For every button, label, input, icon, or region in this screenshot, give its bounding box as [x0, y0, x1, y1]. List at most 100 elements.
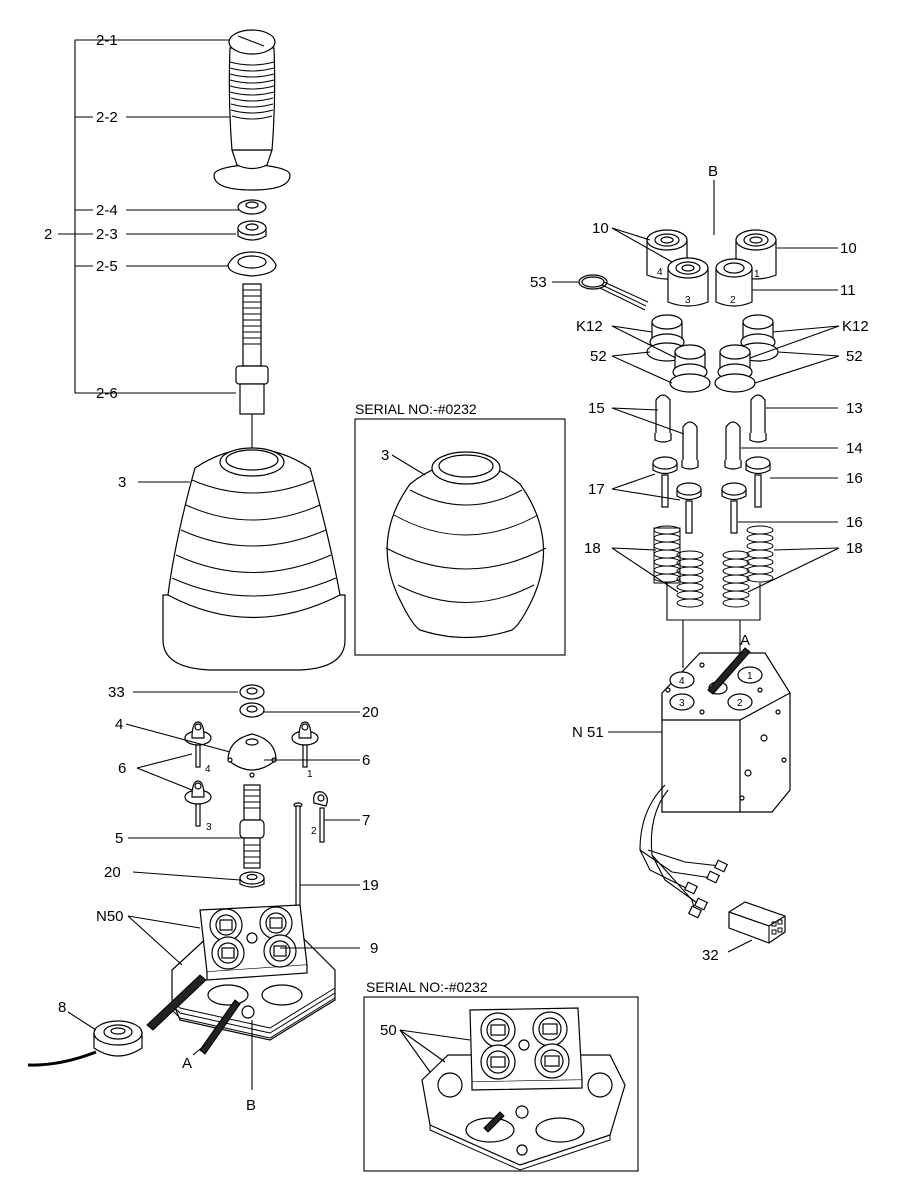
label-8: 8	[58, 999, 66, 1016]
svg-text:4: 4	[657, 267, 663, 278]
svg-text:1: 1	[307, 769, 313, 780]
leaders-N50	[127, 915, 360, 1056]
leaders-hub	[125, 723, 360, 821]
label-2: 2	[44, 226, 52, 243]
label-14: 14	[846, 440, 863, 457]
washer-20-top	[239, 702, 265, 718]
sensor-8	[27, 1011, 143, 1067]
serial-label-bottom: SERIAL NO:-#0232	[366, 979, 488, 995]
o-ring-53	[552, 274, 649, 311]
label-10-left: 10	[592, 220, 609, 237]
label-N50: N50	[96, 908, 124, 925]
leader-lines-top-left	[126, 39, 240, 394]
universal-joint-5	[239, 784, 265, 869]
svg-text:3: 3	[685, 295, 691, 306]
leaders-K12-52	[611, 325, 840, 384]
port-1: 1	[747, 671, 753, 682]
base-N50	[146, 904, 336, 1090]
leaders-15-13-14	[611, 407, 838, 449]
base-50-variant	[421, 1007, 626, 1171]
serial-box-top	[354, 418, 566, 656]
label-18-right: 18	[846, 540, 863, 557]
svg-text:2: 2	[730, 295, 736, 306]
pusher-15b	[681, 421, 699, 470]
label-A-right: A	[740, 632, 750, 649]
label-K12-left: K12	[576, 318, 603, 335]
svg-text:1: 1	[754, 269, 760, 280]
serial-label-top: SERIAL NO:-#0232	[355, 401, 477, 417]
nut-20-bottom	[239, 871, 265, 888]
handle-grip-part	[213, 29, 291, 191]
cap-2-5	[227, 251, 277, 277]
label-6-right: 6	[362, 752, 370, 769]
port-2: 2	[737, 698, 743, 709]
washer-33	[239, 684, 265, 700]
label-32: 32	[702, 947, 719, 964]
rod-2-6	[235, 283, 269, 452]
serial-box-bottom	[363, 996, 639, 1172]
label-2-4: 2-4	[96, 202, 118, 219]
port-ring-br	[263, 934, 297, 968]
port-ring-tl	[209, 908, 243, 942]
seal-K12-left	[646, 314, 688, 362]
label-19: 19	[362, 877, 379, 894]
seal-K12-right2	[714, 344, 756, 393]
label-B-top: B	[708, 163, 718, 180]
label-10-right: 10	[840, 240, 857, 257]
leaders-10-11	[611, 227, 838, 291]
assembly-2-bracket	[58, 39, 126, 394]
spring-seat-17a	[652, 456, 678, 508]
washer-2-4	[237, 199, 267, 215]
label-15: 15	[588, 400, 605, 417]
seal-K12-left2	[669, 344, 711, 393]
port-4: 4	[679, 676, 685, 687]
pusher-14	[724, 421, 742, 470]
label-2-2: 2-2	[96, 109, 118, 126]
label-17: 17	[588, 481, 605, 498]
spring-seat-17b	[676, 482, 702, 534]
label-5: 5	[115, 830, 123, 847]
pin-7	[313, 791, 328, 843]
label-A-left: A	[182, 1055, 192, 1072]
pusher-15	[654, 394, 672, 443]
label-13: 13	[846, 400, 863, 417]
pin-6-a	[184, 721, 212, 768]
label-53: 53	[530, 274, 547, 291]
leaders-50	[399, 1029, 471, 1073]
valve-body-N51	[661, 647, 791, 813]
label-4: 4	[115, 716, 123, 733]
label-18-left: 18	[584, 540, 601, 557]
port-3: 3	[679, 698, 685, 709]
leaders-18	[611, 547, 840, 593]
nut-2-3	[237, 220, 267, 241]
label-9: 9	[370, 940, 378, 957]
label-K12-right: K12	[842, 318, 869, 335]
label-20-top: 20	[362, 704, 379, 721]
assembly-guides	[666, 583, 761, 668]
spring-18c	[746, 525, 774, 583]
wiring-harness	[639, 784, 729, 919]
spring-seat-16b	[721, 482, 747, 534]
label-3-variant: 3	[381, 447, 389, 464]
pin-6-c	[184, 780, 212, 827]
bolt-19	[293, 802, 360, 907]
pusher-13	[749, 394, 767, 443]
plug-10-3	[667, 257, 709, 307]
label-B-bottom: B	[246, 1097, 256, 1114]
connector-32	[727, 901, 786, 953]
label-7: 7	[362, 812, 370, 829]
label-33: 33	[108, 684, 125, 701]
hub-4	[227, 733, 277, 778]
pin-6-b	[291, 721, 319, 768]
spring-18b	[676, 550, 704, 608]
leaders-17-16	[611, 473, 838, 523]
port-ring-bl	[211, 936, 245, 970]
label-2-5: 2-5	[96, 258, 118, 275]
label-N51: N 51	[572, 724, 604, 741]
label-2-1: 2-1	[96, 32, 118, 49]
svg-text:3: 3	[206, 822, 212, 833]
spring-seat-16a	[745, 456, 771, 508]
label-3: 3	[118, 474, 126, 491]
label-50: 50	[380, 1022, 397, 1039]
